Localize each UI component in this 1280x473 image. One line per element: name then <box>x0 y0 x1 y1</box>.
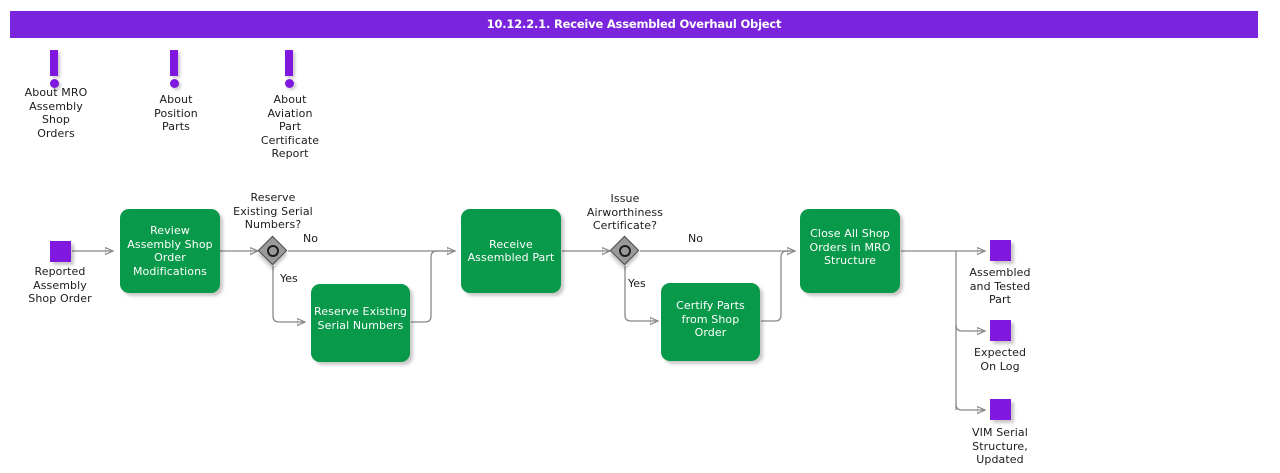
flow-certify-to-close <box>761 250 795 322</box>
flow-reserve-to-receive <box>411 250 455 323</box>
edge-label-gateway1-yes: Yes <box>280 272 298 285</box>
exclamation-bar <box>285 50 293 76</box>
page-title: 10.12.2.1. Receive Assembled Overhaul Ob… <box>486 17 782 31</box>
input-label-reported-assembly-shop-order: Reported Assembly Shop Order <box>28 265 92 305</box>
gateway-label-reserve-existing-serial-numbers: Reserve Existing Serial Numbers? <box>233 191 313 231</box>
flow-to-expected-on-log <box>955 324 985 331</box>
gateway-reserve-existing-serial-numbers[interactable] <box>257 235 288 266</box>
task-reserve-existing-serial-numbers[interactable]: Reserve Existing Serial Numbers <box>311 284 410 362</box>
edge-label-gateway1-no: No <box>303 232 318 245</box>
exclamation-dot <box>285 79 294 88</box>
exclamation-bar <box>170 50 178 76</box>
task-close-all-shop-orders-in-mro-structure[interactable]: Close All Shop Orders in MRO Structure <box>800 209 900 293</box>
edge-label-gateway2-yes: Yes <box>628 277 646 290</box>
title-bar: 10.12.2.1. Receive Assembled Overhaul Ob… <box>10 11 1258 38</box>
task-review-assembly-shop-order-modifications[interactable]: Review Assembly Shop Order Modifications <box>120 209 220 293</box>
task-label: Close All Shop Orders in MRO Structure <box>809 227 891 267</box>
exclamation-dot <box>170 79 179 88</box>
annotation-label-about-mro-assembly-shop-orders: About MRO Assembly Shop Orders <box>24 86 88 140</box>
output-label-assembled-and-tested-part: Assembled and Tested Part <box>969 266 1031 306</box>
output-label-expected-on-log: Expected On Log <box>973 346 1027 373</box>
data-object-icon-expected-on-log[interactable] <box>990 320 1011 341</box>
task-label: Review Assembly Shop Order Modifications <box>127 224 213 278</box>
exclamation-marker-icon-3[interactable] <box>285 50 296 88</box>
task-label: Reserve Existing Serial Numbers <box>314 305 407 332</box>
data-object-icon-assembled-and-tested-part[interactable] <box>990 240 1011 261</box>
exclamation-bar <box>50 50 58 76</box>
edge-label-gateway2-no: No <box>688 232 703 245</box>
task-certify-parts-from-shop-order[interactable]: Certify Parts from Shop Order <box>661 283 760 361</box>
gateway-issue-airworthiness-certificate[interactable] <box>609 235 640 266</box>
annotation-label-about-aviation-part-certificate-report: About Aviation Part Certificate Report <box>260 93 320 160</box>
exclamation-dot <box>50 79 59 88</box>
task-label: Receive Assembled Part <box>467 237 555 265</box>
flow-gateway2-yes <box>624 266 658 321</box>
gateway-label-issue-airworthiness-certificate: Issue Airworthiness Certificate? <box>586 192 664 232</box>
output-label-vim-serial-structure-updated: VIM Serial Structure, Updated <box>972 426 1028 466</box>
gateway-ring-icon <box>267 245 279 257</box>
flow-to-vim-serial-structure <box>955 403 985 410</box>
exclamation-marker-icon-2[interactable] <box>170 50 181 88</box>
exclamation-marker-icon-1[interactable] <box>50 50 61 88</box>
task-label: Certify Parts from Shop Order <box>676 299 745 339</box>
data-object-icon-vim-serial-structure-updated[interactable] <box>990 399 1011 420</box>
gateway-ring-icon <box>619 245 631 257</box>
data-object-icon-reported-assembly-shop-order[interactable] <box>50 241 71 262</box>
task-receive-assembled-part[interactable]: Receive Assembled Part <box>461 209 561 293</box>
annotation-label-about-position-parts: About Position Parts <box>154 93 198 133</box>
